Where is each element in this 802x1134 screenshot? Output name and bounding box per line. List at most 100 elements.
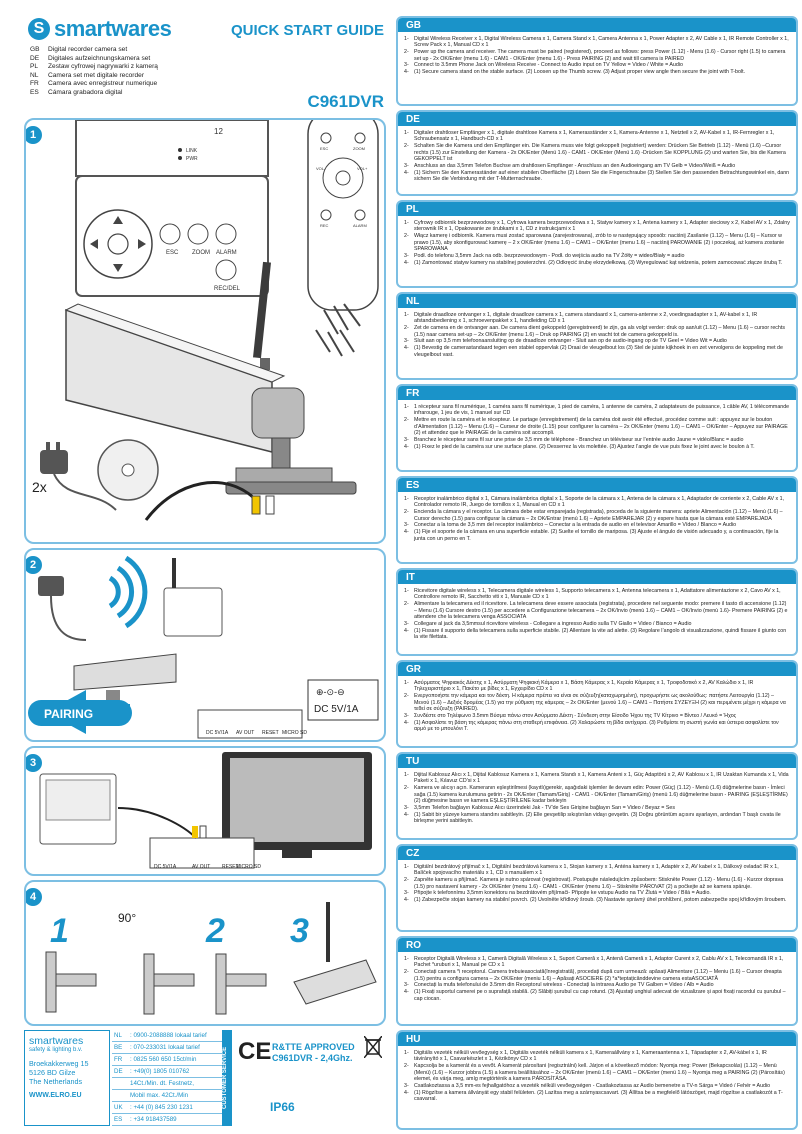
svg-text:ESC: ESC — [166, 250, 179, 256]
service-row: ES: +34 918437589 — [112, 1114, 222, 1126]
website-link[interactable]: WWW.ELRO.EU — [29, 1092, 82, 1099]
instruction-item: 3-Collegare al jack da 3,5mmsul ricevito… — [404, 621, 790, 627]
instruction-item: 4-(1) Bevestig de camerastandaard tegen … — [404, 345, 790, 358]
receiver-monitor-icon: 12 LINK PWR ESC ZOOM ALARM — [75, 120, 269, 297]
instruction-item: 2-Zet de camera en de ontvanger aan. De … — [404, 325, 790, 338]
ce-mark: CE — [238, 1038, 272, 1065]
svg-text:RESET: RESET — [262, 730, 279, 736]
instruction-text: (1) Ασφαλίστε τη βάση της κάμερας πάνω σ… — [414, 719, 779, 733]
company-name: smartwares — [29, 1035, 84, 1047]
instruction-item: 1- Digital Wireless Receiver x 1, Digital… — [404, 36, 790, 49]
step-label-1: 1 — [50, 912, 69, 950]
instruction-text: Conectați la mufa telefonului de 3.5mm d… — [414, 982, 714, 989]
bracket-icon — [45, 951, 267, 1015]
instruction-text: Connect to 3.5mm Phone Jack on Wireless … — [414, 62, 683, 69]
instruction-text: Schalten Sie die Kamera und den Empfänge… — [414, 143, 786, 163]
language-body: 1-Digitální bezdrátový přijímač x 1, Dig… — [398, 860, 796, 906]
instruction-number: 3- — [404, 252, 409, 259]
instruction-text: Kapcsolja be a kamerát és a vevőt. A kam… — [414, 1063, 785, 1083]
instruction-text: Włącz kamerę i odbiornik. Kamera musi zo… — [414, 233, 785, 253]
instruction-number: 3- — [404, 620, 409, 627]
instruction-item: 1-Digitale draadloze ontvanger x 1, digi… — [404, 312, 790, 325]
instruction-text: Digital Wireless Receiver x 1, Digital W… — [414, 36, 789, 49]
instruction-item: 3-Conectar a la toma de 3,5 mm del recep… — [404, 522, 790, 528]
instruction-item: 4-(1) Ασφαλίστε τη βάση της κάμερας πάνω… — [404, 720, 790, 733]
step-label-2: 2 — [205, 912, 225, 950]
instruction-number: 3- — [404, 62, 409, 69]
instruction-text: Zapněte kameru a přijímač. Kamera je nut… — [414, 877, 784, 890]
instruction-text: Podł. do telefonu 3,5mm Jack na odb. bez… — [414, 252, 685, 259]
language-body: 1-Digitaler drahtloser Empfänger x 1, di… — [398, 126, 796, 185]
instruction-item: 2-Zapněte kameru a přijímač. Kamera je n… — [404, 877, 790, 890]
company-sub: safety & lighting b.v. — [29, 1047, 83, 1053]
instruction-item: 4-(1) Fije el soporte de la cámara en un… — [404, 529, 790, 542]
av-cable-icon — [117, 807, 207, 839]
service-row: FR: 0825 560 650 15ct/min — [112, 1054, 222, 1066]
instruction-number: 2- — [404, 233, 409, 240]
instruction-number: 3- — [404, 162, 409, 169]
address-line: The Netherlands — [29, 1077, 83, 1086]
step-4-illustration: 1 2 3 90° — [45, 902, 377, 1015]
instruction-number: 1- — [404, 1050, 409, 1056]
instruction-item: 1-1 récepteur sans fil numérique, 1 camé… — [404, 404, 790, 417]
instruction-item: 2- Włącz kamerę i odbiornik. Kamera musi … — [404, 233, 790, 252]
instruction-item: 3-3,5mm Telefon bağlayın Kablosuz Alıcı … — [404, 805, 790, 811]
instruction-item: 1-Ασύρματος Ψηφιακός Δέκτης x 1, Ασύρματ… — [404, 680, 790, 693]
language-header: FR — [398, 386, 796, 400]
company-box: smartwares safety & lighting b.v. Broeka… — [24, 1030, 110, 1126]
service-table: NL: 0900-2088888 lokaal tarief BE: 070-2… — [112, 1030, 222, 1126]
language-body: 1-1 récepteur sans fil numérique, 1 camé… — [398, 400, 796, 452]
footer: smartwares safety & lighting b.v. Broeka… — [24, 1030, 386, 1126]
instruction-number: 4- — [404, 169, 409, 176]
instruction-item: 4-(1) Zabezpečte stojan kamery na stabil… — [404, 897, 790, 903]
address-line: 5126 BD Gilze — [29, 1068, 76, 1077]
language-body: 1-Receptor Digitală Wireless x 1, Cameră… — [398, 952, 796, 1004]
television-icon — [222, 752, 372, 858]
instruction-number: 2- — [404, 417, 409, 424]
instruction-number: 1- — [404, 36, 409, 42]
instruction-item: 4-(1) Zamontować statyw kamery na stabil… — [404, 260, 790, 266]
instruction-number: 1- — [404, 956, 409, 962]
step-4-panel: 4 1 2 3 90° — [24, 880, 386, 1026]
instruction-text: Receptor inalámbrico digital x 1, Cámara… — [414, 496, 784, 509]
port-panel: DC 5V/1A AV OUT RESET MICRO SD — [197, 709, 307, 739]
instruction-item: 1-Digitális vezeték nélküli vevőegység x… — [404, 1050, 790, 1063]
instruction-item: 1-Cyfrowy odbiornik bezprzewodowy x 1, C… — [404, 220, 790, 233]
instruction-text: Ricevitore digitale wireless x 1, Teleca… — [414, 588, 781, 601]
instruction-number: 4- — [404, 897, 409, 904]
svg-text:ESC: ESC — [320, 146, 328, 151]
instruction-number: 4- — [404, 529, 409, 536]
power-adapter-icon — [40, 442, 117, 511]
brand-name: smartwares — [54, 16, 172, 41]
svg-text:REC: REC — [320, 223, 329, 228]
language-header: GB — [398, 18, 796, 32]
instruction-number: 1- — [404, 496, 409, 502]
step-1-panel: 1 12 LINK PWR — [24, 118, 386, 544]
receiver-num-label: 12 — [214, 127, 223, 136]
instruction-text: Συνδέστε στο Τηλέφωνο 3.5mm Βύσμα πάνω σ… — [414, 712, 737, 719]
port-panel: DC 5V/1A AV OUT RESET MICRO SD — [149, 837, 261, 870]
language-body: 1- Ricevitore digitale wireless x 1, Tele… — [398, 584, 796, 643]
instruction-number: 2- — [404, 1063, 409, 1070]
language-body: 1- Digital Wireless Receiver x 1, Digital… — [398, 32, 796, 78]
svg-text:DC 5V/1A: DC 5V/1A — [314, 704, 359, 715]
rtte-approval: R&TTE APPROVED C961DVR - 2,4Ghz. — [272, 1042, 355, 1063]
step-number: 2 — [26, 556, 42, 574]
instruction-number: 3- — [404, 804, 409, 811]
instruction-text: (1) Sabit bir yüzeye kamera standını sab… — [414, 811, 781, 825]
instruction-number: 4- — [404, 259, 409, 266]
instruction-text: Dijital Kablosuz Alıcı x 1, Dijital Kabl… — [414, 772, 789, 785]
step-label-3: 3 — [290, 912, 309, 950]
service-row: UK: +44 (0) 845 230 1231 — [112, 1102, 222, 1114]
instruction-number: 1- — [404, 588, 409, 594]
screw-pack-icon — [315, 303, 361, 357]
